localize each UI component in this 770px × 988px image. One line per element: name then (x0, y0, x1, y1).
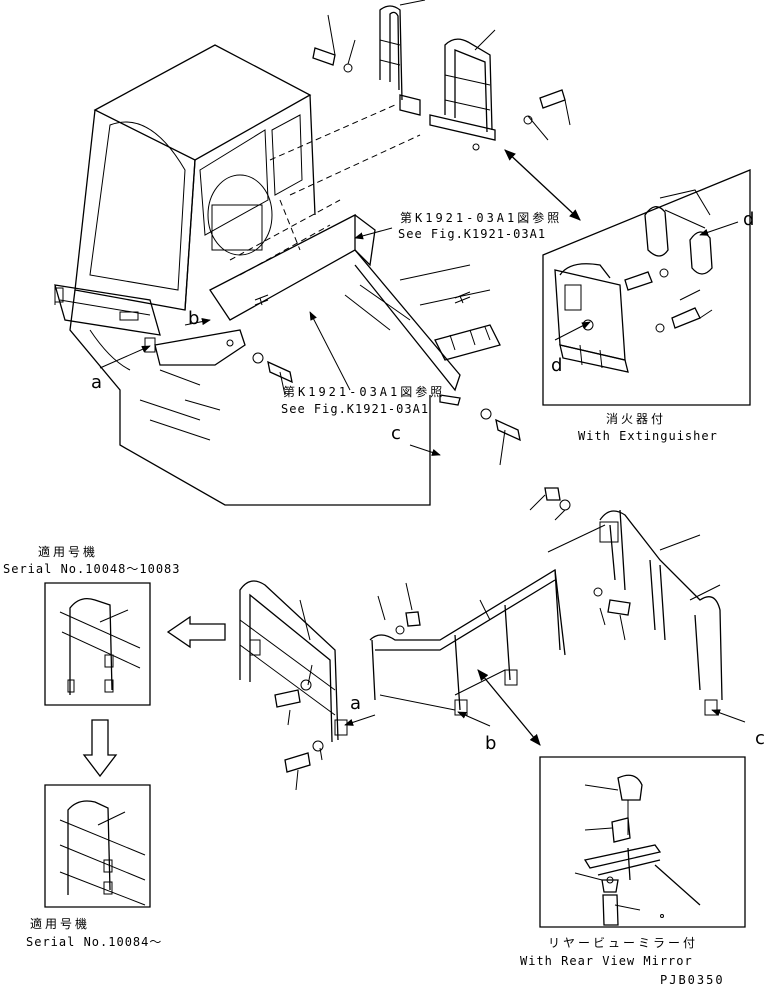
serial-upper-en: Serial No.10048～10083 (3, 562, 181, 576)
serial-lower-jp: 適用号機 (30, 917, 91, 931)
marker-d-bottom: d (551, 355, 563, 376)
top-handrails (270, 0, 570, 195)
extinguisher-label-en: With Extinguisher (578, 429, 718, 443)
upper-exploded-arrow (504, 149, 581, 221)
marker-c-upper: c (391, 423, 401, 444)
marker-b-lower: b (485, 733, 497, 754)
serial-upper-jp: 適用号機 (38, 545, 99, 559)
serial-detail-lower (45, 785, 150, 907)
serial-detail-upper (45, 583, 150, 705)
marker-a-upper: a (91, 372, 103, 393)
mirror-box (540, 757, 745, 927)
extinguisher-box (543, 170, 750, 405)
left-hollow-arrow (168, 617, 225, 647)
marker-d-top: d (743, 209, 755, 230)
upper-reference-en: See Fig.K1921-03A1 (398, 227, 547, 241)
lower-reference-en: See Fig.K1921-03A1 (281, 402, 430, 416)
marker-c-lower: c (755, 728, 765, 749)
mirror-label-jp: リヤービューミラー付 (548, 936, 699, 950)
marker-a-lower: a (350, 693, 362, 714)
lower-exploded-arrow (477, 669, 541, 746)
extinguisher-label-jp: 消火器付 (606, 412, 667, 426)
lower-rails (240, 488, 722, 790)
down-hollow-arrow (84, 720, 116, 776)
upper-reference-jp: 第K1921-03A1図参照 (400, 211, 563, 225)
drawing-code: PJB0350 (660, 973, 725, 987)
marker-b-upper: b (188, 308, 200, 329)
cab-assembly (55, 45, 520, 505)
lower-reference-jp: 第K1921-03A1図参照 (283, 385, 446, 399)
mirror-label-en: With Rear View Mirror (520, 954, 693, 968)
serial-lower-en: Serial No.10084～ (26, 935, 163, 949)
